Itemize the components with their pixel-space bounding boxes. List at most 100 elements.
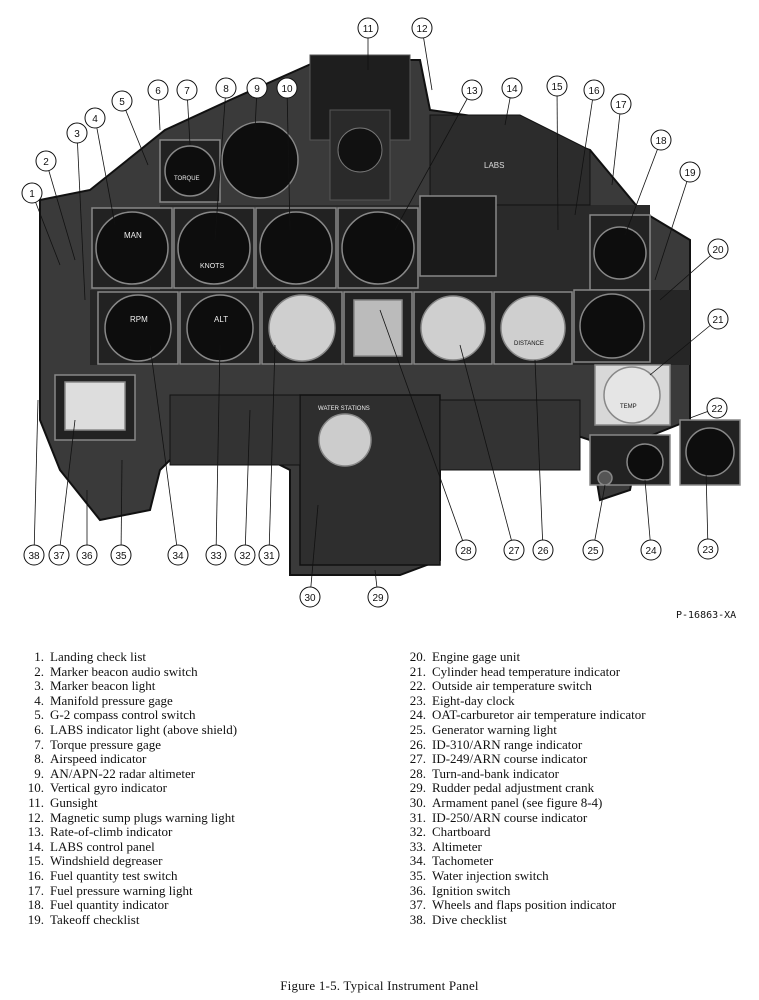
callout-marker: 26 — [532, 539, 554, 561]
leader-line — [659, 248, 719, 301]
torque-dial — [164, 145, 216, 197]
legend-number: 23. — [409, 692, 426, 708]
callout-circle — [147, 79, 169, 101]
legend-number: 8. — [34, 751, 44, 767]
callout-circle — [84, 107, 106, 129]
legend-item: 12.Magnetic sump plugs warning light — [22, 810, 382, 826]
callout-circle — [23, 544, 45, 566]
legend-item: 30.Armament panel (see figure 8-4) — [404, 795, 754, 811]
callout-circle — [411, 17, 433, 39]
leader-line — [33, 399, 39, 556]
legend-number: 13. — [27, 824, 44, 840]
tachometer-mark: RPM — [130, 315, 148, 324]
leader-line — [459, 344, 515, 551]
leader-line — [309, 504, 319, 598]
upper-small-dials — [159, 121, 299, 203]
distance-mark: DISTANCE — [514, 341, 544, 347]
callout-marker: 21 — [707, 308, 729, 330]
legend-number: 28. — [409, 765, 426, 781]
callout-circle — [640, 539, 662, 561]
vertical-gyro-dial — [259, 211, 333, 285]
callout-circle — [205, 544, 227, 566]
legend-label: Rudder pedal adjustment crank — [432, 780, 595, 796]
legend-number: 24. — [409, 707, 426, 723]
leader-line — [644, 479, 652, 551]
callout-marker: 9 — [246, 77, 268, 99]
legend-number: 32. — [409, 824, 426, 840]
callout-marker: 28 — [455, 539, 477, 561]
callout-number: 9 — [254, 84, 260, 95]
reference-code: P-16863-XA — [676, 610, 736, 621]
figure-caption: Figure 1-5. Typical Instrument Panel — [280, 978, 479, 993]
eight-day-clock-dial — [685, 427, 735, 477]
legend-label: Wheels and flaps position indicator — [432, 897, 617, 913]
callout-number: 35 — [115, 551, 127, 562]
callout-circle — [501, 77, 523, 99]
callout-circle — [167, 544, 189, 566]
legend-label: OAT-carburetor air temperature indicator — [432, 707, 646, 723]
legend-item: 9. AN/APN-22 radar altimeter — [22, 765, 382, 782]
leader-line — [592, 484, 606, 551]
leader-line — [611, 103, 622, 186]
callout-number: 12 — [416, 24, 428, 35]
leader-lines — [31, 27, 719, 598]
callout-marker: 20 — [707, 238, 729, 260]
legend-number: 14. — [27, 838, 44, 854]
callout-marker: 11 — [357, 17, 379, 39]
legend-label: ID-249/ARN course indicator — [432, 751, 588, 767]
callout-number: 15 — [551, 82, 563, 93]
legend-label: Tachometer — [432, 853, 494, 869]
callout-number: 38 — [28, 551, 40, 562]
callout-number: 26 — [537, 546, 549, 557]
callout-marker: 34 — [167, 544, 189, 566]
callout-circle — [461, 79, 483, 101]
callout-marker: 25 — [582, 539, 604, 561]
leader-line — [58, 419, 76, 556]
legend-item: 29.Rudder pedal adjustment crank — [404, 781, 754, 796]
course-indicator-250-dial — [268, 294, 336, 362]
callout-circle — [299, 586, 321, 608]
callout-number: 16 — [588, 86, 600, 97]
legend-label: AN/APN-22 radar altimeter — [50, 765, 196, 781]
callout-circle — [707, 308, 729, 330]
legend-number: 38. — [409, 911, 426, 927]
callout-circle — [66, 122, 88, 144]
legend-item: 13.Rate-of-climb indicator — [22, 825, 382, 840]
callout-circle — [546, 75, 568, 97]
legend-label: Torque pressure gage — [50, 736, 161, 752]
leader-line — [654, 171, 691, 281]
callout-number: 11 — [363, 24, 374, 35]
legend-item: 5.G-2 compass control switch — [22, 708, 382, 723]
callout-circle — [276, 77, 298, 99]
leader-line — [121, 100, 149, 166]
callout-number: 10 — [281, 84, 293, 95]
callout-number: 4 — [92, 114, 98, 125]
legend-label: Landing check list — [50, 649, 147, 664]
legend-number: 9. — [34, 765, 44, 781]
legend-number: 6. — [34, 721, 44, 737]
legend-number: 10. — [27, 780, 44, 796]
legend-item: 25.Generator warning light — [404, 722, 754, 738]
leader-line — [394, 89, 473, 231]
legend-number: 5. — [34, 707, 44, 723]
leader-line — [649, 318, 719, 376]
legend-number: 4. — [34, 692, 44, 708]
leader-line — [574, 89, 595, 216]
callout-number: 1 — [29, 189, 35, 200]
callout-number: 32 — [239, 551, 251, 562]
callout-circle — [234, 544, 256, 566]
callout-number: 24 — [645, 546, 657, 557]
callout-circle — [697, 538, 719, 560]
leader-line — [286, 87, 291, 231]
legend-label: LABS indicator light (above shield) — [50, 721, 238, 737]
callout-marker: 24 — [640, 539, 662, 561]
leader-line — [76, 132, 86, 301]
callout-number: 3 — [74, 129, 80, 140]
callout-marker: 37 — [48, 544, 70, 566]
callout-circle — [215, 77, 237, 99]
leader-line — [94, 117, 116, 226]
callout-marker: 15 — [546, 75, 568, 97]
legend-item: 35.Water injection switch — [404, 868, 754, 884]
